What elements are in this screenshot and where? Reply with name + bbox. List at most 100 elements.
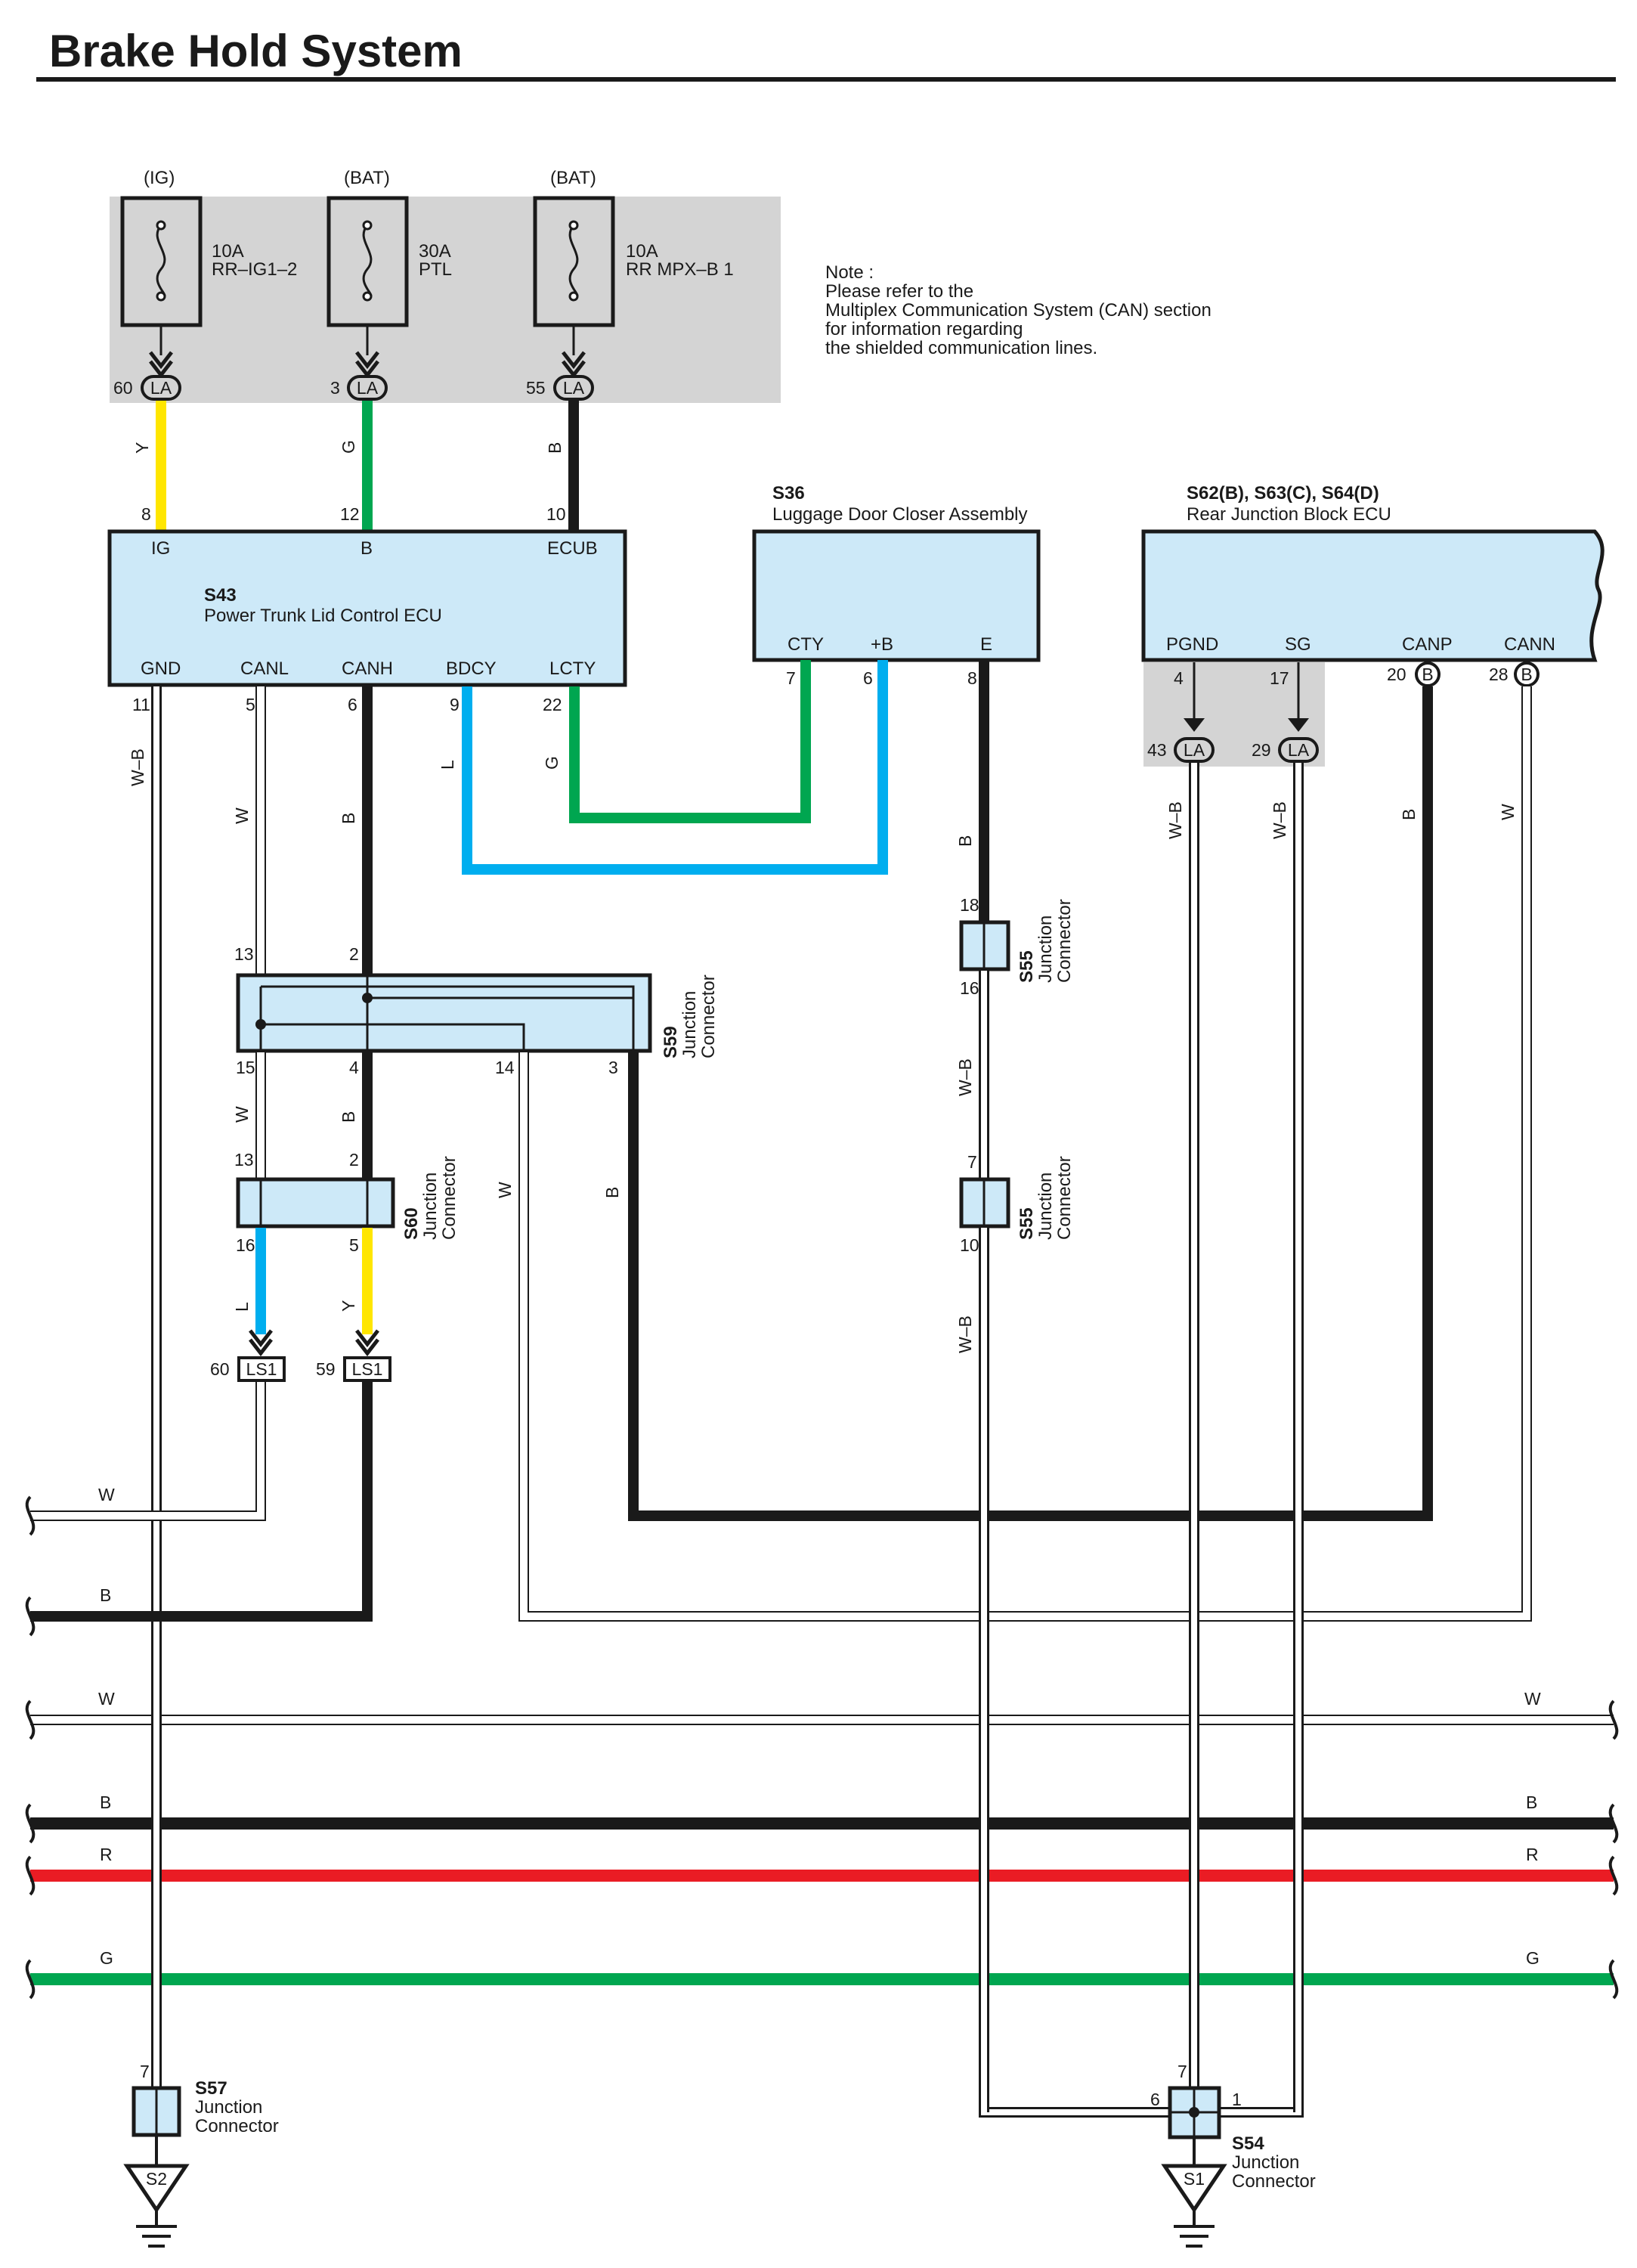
pin-number: 17 bbox=[1270, 668, 1289, 688]
pin-number: 6 bbox=[348, 695, 357, 714]
junction-name: Connector bbox=[1054, 1156, 1075, 1240]
break-mark-icon bbox=[25, 1855, 36, 1896]
pin-number: 3 bbox=[608, 1058, 618, 1077]
wire-color-label: W–B bbox=[128, 748, 147, 786]
ecu-s43-power-trunk-lid: IG B ECUB S43 Power Trunk Lid Control EC… bbox=[107, 529, 627, 687]
pin-number: 4 bbox=[1174, 668, 1184, 688]
ecu-id: S36 bbox=[772, 483, 805, 503]
wire-w-b-sg bbox=[1218, 763, 1304, 2118]
junction-id: S59 bbox=[661, 1026, 681, 1058]
bus-label: B bbox=[100, 1585, 111, 1605]
junction-s60: 13 2 16 5 S60 Junction Connector bbox=[234, 1150, 460, 1255]
connector-la: LA 55 bbox=[526, 375, 594, 401]
connector-la: LA 43 bbox=[1147, 737, 1215, 763]
wire-color-label: W–B bbox=[955, 1315, 975, 1353]
junction-s55-a: 18 16 S55 Junction Connector bbox=[959, 895, 1075, 998]
ground-label: S1 bbox=[1184, 2169, 1205, 2189]
terminal-label: CANH bbox=[342, 658, 393, 679]
terminal-label: CANP bbox=[1402, 634, 1453, 655]
connector-la: LA 3 bbox=[330, 375, 388, 401]
junction-name: Connector bbox=[195, 2116, 279, 2136]
wire-color-label: L bbox=[438, 760, 457, 770]
pin-number: 7 bbox=[1177, 2062, 1187, 2081]
fuse-amps: 30A bbox=[419, 241, 451, 262]
break-mark-icon bbox=[1608, 1959, 1619, 2000]
pin-number: 43 bbox=[1147, 740, 1167, 760]
junction-s55-b: 7 10 S55 Junction Connector bbox=[959, 1152, 1075, 1255]
connector-label: LA bbox=[563, 378, 585, 398]
pin-number: 10 bbox=[546, 504, 566, 524]
bus-label: W bbox=[1524, 1689, 1541, 1709]
terminal-label: +B bbox=[871, 634, 893, 655]
ecu-name: Luggage Door Closer Assembly bbox=[772, 504, 1028, 525]
connector-ls1: LS1 60 bbox=[210, 1356, 286, 1382]
wire-color-label: G bbox=[339, 440, 358, 454]
pin-number: 3 bbox=[330, 378, 340, 398]
connector-la: LA 29 bbox=[1252, 737, 1319, 763]
terminal-label: LCTY bbox=[549, 658, 596, 679]
fuse-block-shade bbox=[110, 197, 781, 403]
junction-name: Junction bbox=[679, 991, 700, 1058]
junction-id: S55 bbox=[1017, 1207, 1037, 1240]
ground-s1-icon: S1 bbox=[1161, 2164, 1227, 2248]
connector-b: B bbox=[1415, 662, 1440, 687]
junction-id: S60 bbox=[401, 1207, 422, 1240]
wire-color-label: W–B bbox=[1270, 801, 1289, 839]
fuse-source-label: (BAT) bbox=[344, 168, 390, 188]
bus-label: R bbox=[1526, 1845, 1539, 1864]
pin-number: 13 bbox=[234, 1150, 254, 1170]
break-mark-icon bbox=[1608, 1855, 1619, 1896]
fuse-name: RR MPX–B 1 bbox=[626, 259, 734, 280]
wire-color-label: B bbox=[339, 813, 358, 824]
pin-number: 2 bbox=[349, 944, 359, 964]
connector-ls1: LS1 59 bbox=[316, 1356, 391, 1382]
wire-g-lcty-cty bbox=[569, 660, 811, 823]
break-mark-icon bbox=[1608, 1699, 1619, 1740]
terminal-label: B bbox=[361, 538, 373, 559]
pin-number: 7 bbox=[786, 668, 796, 688]
terminal-label: GND bbox=[141, 658, 181, 679]
bus-label: B bbox=[1526, 1792, 1537, 1812]
fuse-ptl: (BAT) 30A PTL bbox=[326, 168, 452, 327]
wire-color-label: B bbox=[1399, 809, 1419, 820]
junction-s57: 7 S57 Junction Connector bbox=[132, 2062, 279, 2137]
pin-number: 29 bbox=[1252, 740, 1271, 760]
pin-number: 15 bbox=[236, 1058, 255, 1077]
junction-name: Junction bbox=[420, 1173, 441, 1240]
pin-number: 18 bbox=[960, 895, 979, 915]
fuse-box bbox=[326, 196, 409, 327]
pin-number: 55 bbox=[526, 378, 546, 398]
wire-color-label: Y bbox=[132, 442, 152, 454]
pin-number: 6 bbox=[1150, 2090, 1160, 2109]
terminal-label: IG bbox=[151, 538, 170, 559]
pin-number: 13 bbox=[234, 944, 254, 964]
ecu-id: S62(B), S63(C), S64(D) bbox=[1187, 483, 1379, 503]
wire-color-label: B bbox=[602, 1187, 622, 1198]
wire-color-label: B bbox=[545, 442, 565, 454]
pin-number: 1 bbox=[1232, 2090, 1242, 2109]
pin-number: 12 bbox=[340, 504, 360, 524]
bus-label: W bbox=[98, 1485, 115, 1504]
pin-number: 60 bbox=[210, 1359, 230, 1379]
fuse-source-label: (BAT) bbox=[550, 168, 596, 188]
connector-arrow-icon bbox=[1288, 718, 1309, 732]
wire-color-label: W bbox=[232, 807, 252, 824]
wire-color-label: B bbox=[339, 1111, 358, 1123]
wire-b-canh-bus bbox=[628, 686, 1433, 1521]
terminal-label: BDCY bbox=[446, 658, 497, 679]
connector-label: LS1 bbox=[352, 1359, 383, 1379]
break-mark-icon bbox=[25, 1803, 36, 1844]
terminal-label: CTY bbox=[788, 634, 824, 655]
wire-color-label: L bbox=[232, 1302, 252, 1312]
note: Note : Please refer to the Multiplex Com… bbox=[825, 262, 1212, 358]
note-line: for information regarding bbox=[825, 319, 1023, 339]
pin-number: 4 bbox=[349, 1058, 359, 1077]
pin-number: 8 bbox=[967, 668, 977, 688]
ecu-name: Rear Junction Block ECU bbox=[1187, 504, 1391, 525]
terminal-label: CANL bbox=[240, 658, 289, 679]
fuse-box bbox=[533, 196, 615, 327]
pin-number: 10 bbox=[960, 1235, 979, 1255]
junction-name: Connector bbox=[439, 1156, 460, 1240]
ecu-name: Power Trunk Lid Control ECU bbox=[204, 606, 442, 626]
